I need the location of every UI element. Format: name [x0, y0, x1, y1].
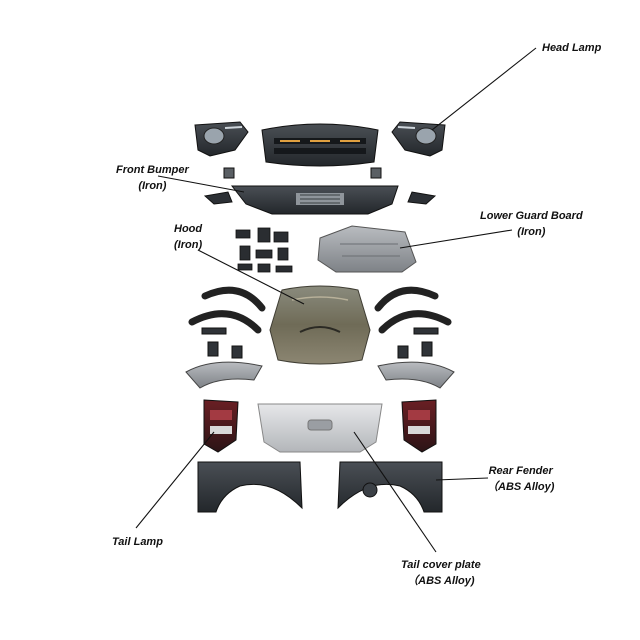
callout-head-lamp-name: Head Lamp	[542, 42, 602, 54]
callout-tail-cover-plate-material: （ABS Alloy)	[407, 575, 475, 587]
rear-fender-right	[337, 461, 443, 513]
callout-rear-fender-name: Rear Fender	[488, 465, 553, 477]
head-lamp-left	[194, 121, 249, 157]
leader-lines	[135, 47, 537, 553]
callout-tail-cover-plate: Tail cover plate （ABS Alloy)	[401, 557, 481, 589]
callout-tail-cover-plate-name: Tail cover plate	[401, 559, 481, 571]
callout-lower-guard-board-name: Lower Guard Board	[480, 210, 583, 222]
tail-cover-plate	[257, 403, 383, 453]
lower-guard-board	[317, 225, 417, 273]
rear-fender-left	[197, 461, 303, 513]
callout-hood-material: (Iron)	[174, 239, 203, 251]
small-trim-pieces	[201, 327, 439, 359]
callout-lower-guard-board: Lower Guard Board (Iron)	[480, 208, 583, 240]
wheel-liner-left	[185, 361, 263, 389]
fender-flares-left	[188, 286, 266, 334]
grille	[261, 123, 379, 167]
hood	[269, 285, 371, 365]
callout-tail-lamp-name: Tail Lamp	[112, 536, 163, 548]
callout-hood: Hood (Iron)	[174, 221, 202, 253]
callout-front-bumper-name: Front Bumper	[116, 164, 189, 176]
fender-flares-right	[374, 286, 452, 334]
callout-hood-name: Hood	[174, 223, 203, 235]
wheel-liner-right	[377, 361, 455, 389]
mounting-brackets	[235, 227, 293, 273]
head-lamp-right	[391, 121, 446, 157]
callout-front-bumper: Front Bumper (Iron)	[116, 162, 189, 194]
tail-lamp-right	[401, 399, 437, 453]
callout-tail-lamp: Tail Lamp	[112, 534, 163, 550]
callout-lower-guard-board-material: (Iron)	[517, 226, 546, 238]
front-bumper	[203, 167, 437, 215]
callout-front-bumper-material: (Iron)	[138, 180, 167, 192]
tail-lamp-left	[203, 399, 239, 453]
callout-rear-fender: Rear Fender （ABS Alloy)	[487, 463, 554, 495]
callout-rear-fender-material: （ABS Alloy)	[487, 481, 555, 493]
callout-head-lamp: Head Lamp	[542, 40, 601, 56]
